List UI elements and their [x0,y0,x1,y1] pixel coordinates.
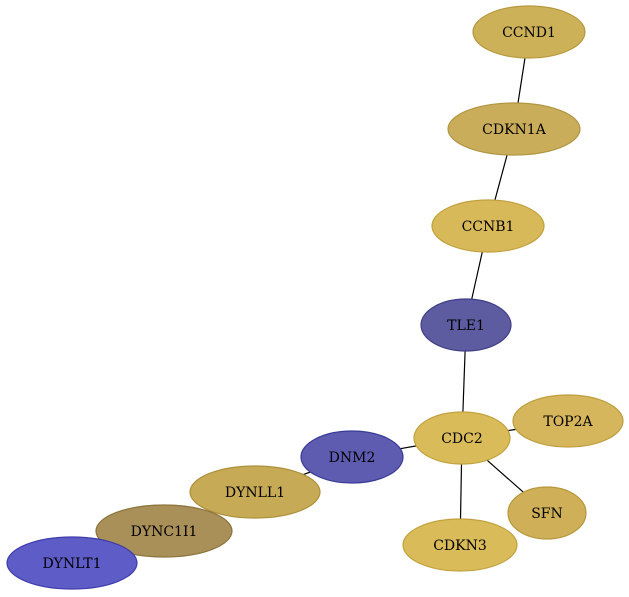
edge-cdc2-cdkn3 [459,463,463,520]
node-ccnd1[interactable]: CCND1 [472,5,586,59]
node-top2a[interactable]: TOP2A [512,394,624,448]
node-shape [402,518,518,572]
node-cdkn3[interactable]: CDKN3 [402,518,518,572]
node-tle1[interactable]: TLE1 [420,298,512,352]
edge-ccnb1-tle1 [471,251,483,300]
node-shape [300,430,404,484]
node-sfn[interactable]: SFN [507,486,587,540]
edge-dnm2-dynll1 [303,471,311,476]
edge-ccnd1-cdkn1a [517,57,526,104]
node-label: CDKN3 [433,538,487,554]
node-dynll1[interactable]: DYNLL1 [189,465,321,519]
node-shape [447,102,581,156]
node-shape [189,465,321,519]
edge-tle1-cdc2 [462,350,466,413]
node-cdkn1a[interactable]: CDKN1A [447,102,581,156]
node-label: CCNB1 [462,219,515,235]
edge-cdc2-top2a [507,428,516,432]
edge-cdc2-dnm2 [400,445,417,450]
node-dynlt1[interactable]: DYNLT1 [6,536,138,590]
node-label: CDKN1A [482,122,547,138]
node-dnm2[interactable]: DNM2 [300,430,404,484]
node-label: TLE1 [447,318,485,334]
node-shape [420,298,512,352]
node-label: CCND1 [502,25,556,41]
node-shape [507,486,587,540]
node-shape [512,394,624,448]
node-label: DYNC1I1 [131,524,198,540]
node-label: DYNLT1 [42,556,101,572]
edge-cdkn1a-ccnb1 [494,154,508,201]
node-cdc2[interactable]: CDC2 [413,411,511,465]
node-shape [472,5,586,59]
node-shape [95,504,233,558]
node-dync1i1[interactable]: DYNC1I1 [95,504,233,558]
node-label: TOP2A [543,414,593,430]
node-label: DNM2 [329,450,376,466]
node-shape [413,411,511,465]
edge-cdc2-sfn [486,459,524,493]
node-shape [6,536,138,590]
node-shape [431,199,545,253]
node-ccnb1[interactable]: CCNB1 [431,199,545,253]
node-label: SFN [531,506,563,522]
node-label: DYNLL1 [225,485,285,501]
node-label: CDC2 [441,431,483,447]
